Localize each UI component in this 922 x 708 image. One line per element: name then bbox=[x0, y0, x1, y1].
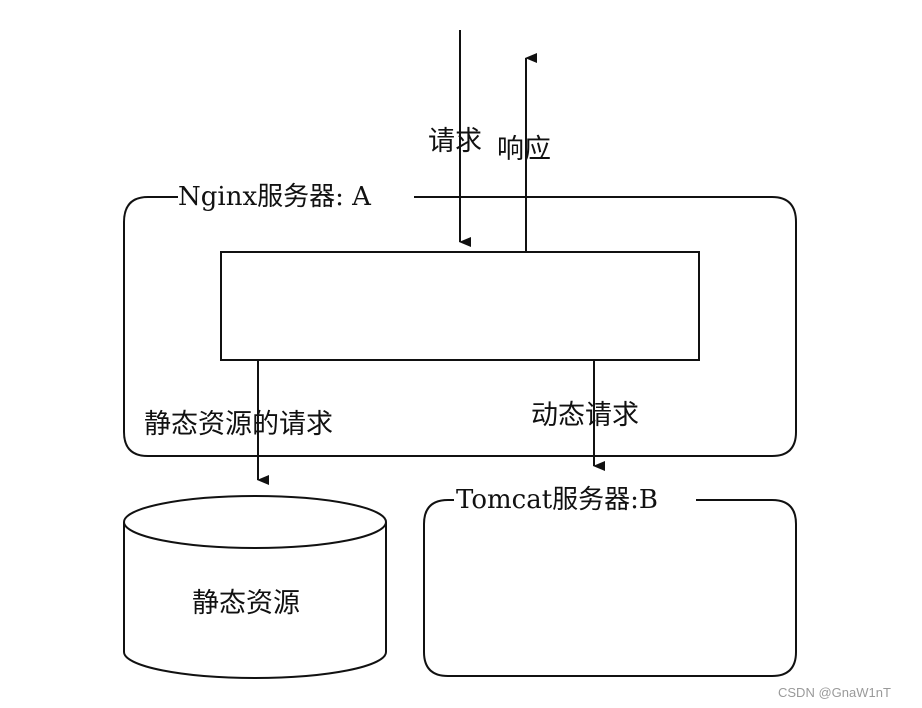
tomcat-server-frame bbox=[423, 499, 797, 677]
static-request-label: 静态资源的请求 bbox=[144, 409, 333, 440]
nginx-server-frame bbox=[123, 196, 797, 457]
tomcat-server-label: Tomcat服务器:B bbox=[456, 485, 658, 515]
request-label: 请求 bbox=[428, 126, 482, 157]
static-resources-cylinder bbox=[123, 495, 387, 679]
dynamic-request-label: 动态请求 bbox=[531, 400, 639, 431]
response-label: 响应 bbox=[497, 134, 551, 165]
csdn-watermark: CSDN @GnaW1nT bbox=[778, 685, 891, 700]
nginx-server-label: Nginx服务器: A bbox=[178, 182, 372, 212]
static-resources-label: 静态资源 bbox=[192, 588, 300, 619]
nginx-proxy-box bbox=[220, 251, 700, 361]
